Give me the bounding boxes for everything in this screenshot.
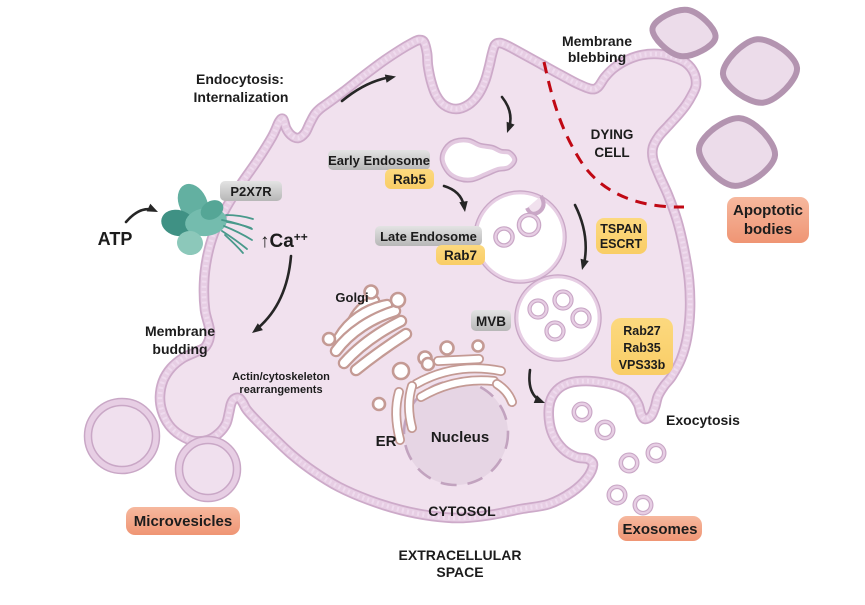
svg-text:rearrangements: rearrangements [239, 384, 322, 396]
svg-text:ESCRT: ESCRT [600, 237, 643, 251]
svg-text:Early Endosome: Early Endosome [328, 153, 430, 168]
svg-text:Microvesicles: Microvesicles [134, 513, 232, 530]
svg-text:blebbing: blebbing [568, 49, 626, 65]
svg-text:EXTRACELLULAR: EXTRACELLULAR [399, 547, 522, 563]
svg-text:SPACE: SPACE [436, 564, 483, 580]
svg-text:bodies: bodies [744, 221, 792, 238]
svg-text:MVB: MVB [476, 314, 506, 329]
svg-text:budding: budding [152, 341, 207, 357]
svg-text:Golgi: Golgi [335, 290, 368, 305]
svg-text:P2X7R: P2X7R [230, 184, 272, 199]
svg-text:Rab27: Rab27 [623, 324, 661, 338]
svg-text:Exocytosis: Exocytosis [666, 412, 740, 428]
svg-text:Nucleus: Nucleus [431, 429, 489, 446]
svg-text:Rab5: Rab5 [393, 172, 427, 187]
svg-text:CYTOSOL: CYTOSOL [428, 503, 496, 519]
svg-text:DYING: DYING [591, 127, 634, 142]
svg-text:Rab35: Rab35 [623, 341, 661, 355]
svg-text:Apoptotic: Apoptotic [733, 202, 803, 219]
svg-text:CELL: CELL [594, 145, 629, 160]
svg-text:TSPAN: TSPAN [600, 222, 641, 236]
svg-text:Internalization: Internalization [194, 89, 289, 105]
svg-text:VPS33b: VPS33b [619, 358, 666, 372]
svg-text:Endocytosis:: Endocytosis: [196, 71, 284, 87]
svg-text:ATP: ATP [98, 229, 133, 249]
svg-text:Exosomes: Exosomes [622, 521, 697, 538]
svg-text:Membrane: Membrane [145, 323, 215, 339]
svg-text:Late Endosome: Late Endosome [380, 229, 477, 244]
svg-text:Membrane: Membrane [562, 33, 632, 49]
svg-text:Rab7: Rab7 [444, 248, 477, 263]
svg-text:Actin/cytoskeleton: Actin/cytoskeleton [232, 371, 330, 383]
svg-text:ER: ER [376, 433, 397, 450]
